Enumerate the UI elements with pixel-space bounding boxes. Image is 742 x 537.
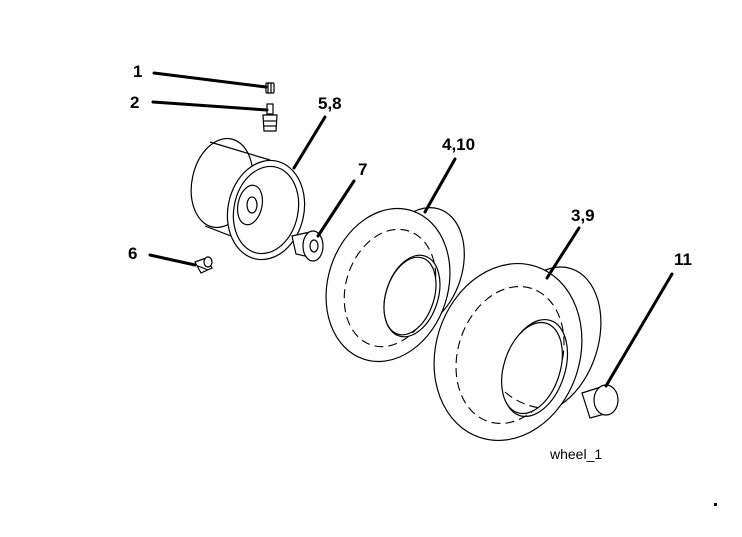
callout-2: 2	[130, 93, 139, 112]
leader-11	[604, 272, 674, 388]
wheel-rim	[190, 137, 306, 261]
leader-7	[316, 179, 356, 238]
leader-58	[292, 115, 327, 170]
leader-2	[151, 100, 269, 112]
leader-39	[545, 226, 581, 280]
callout-3-9: 3,9	[571, 206, 595, 225]
leader-410	[423, 157, 457, 214]
rear-tire	[433, 262, 602, 442]
front-tire	[325, 207, 465, 363]
figure-caption: wheel_1	[549, 446, 602, 462]
stray-dot	[714, 503, 717, 506]
callout-5-8: 5,8	[318, 94, 342, 113]
leader-6	[148, 253, 197, 267]
valve-stem	[262, 103, 278, 132]
callout-7: 7	[358, 160, 367, 179]
valve-cap	[265, 82, 275, 94]
callout-1: 1	[133, 62, 142, 81]
bushing	[291, 230, 324, 262]
callout-4-10: 4,10	[442, 135, 475, 154]
callout-6: 6	[128, 244, 137, 263]
grease-fitting	[194, 256, 213, 274]
hub-cap	[581, 384, 619, 419]
leader-1	[152, 71, 268, 89]
callout-11: 11	[674, 250, 692, 269]
